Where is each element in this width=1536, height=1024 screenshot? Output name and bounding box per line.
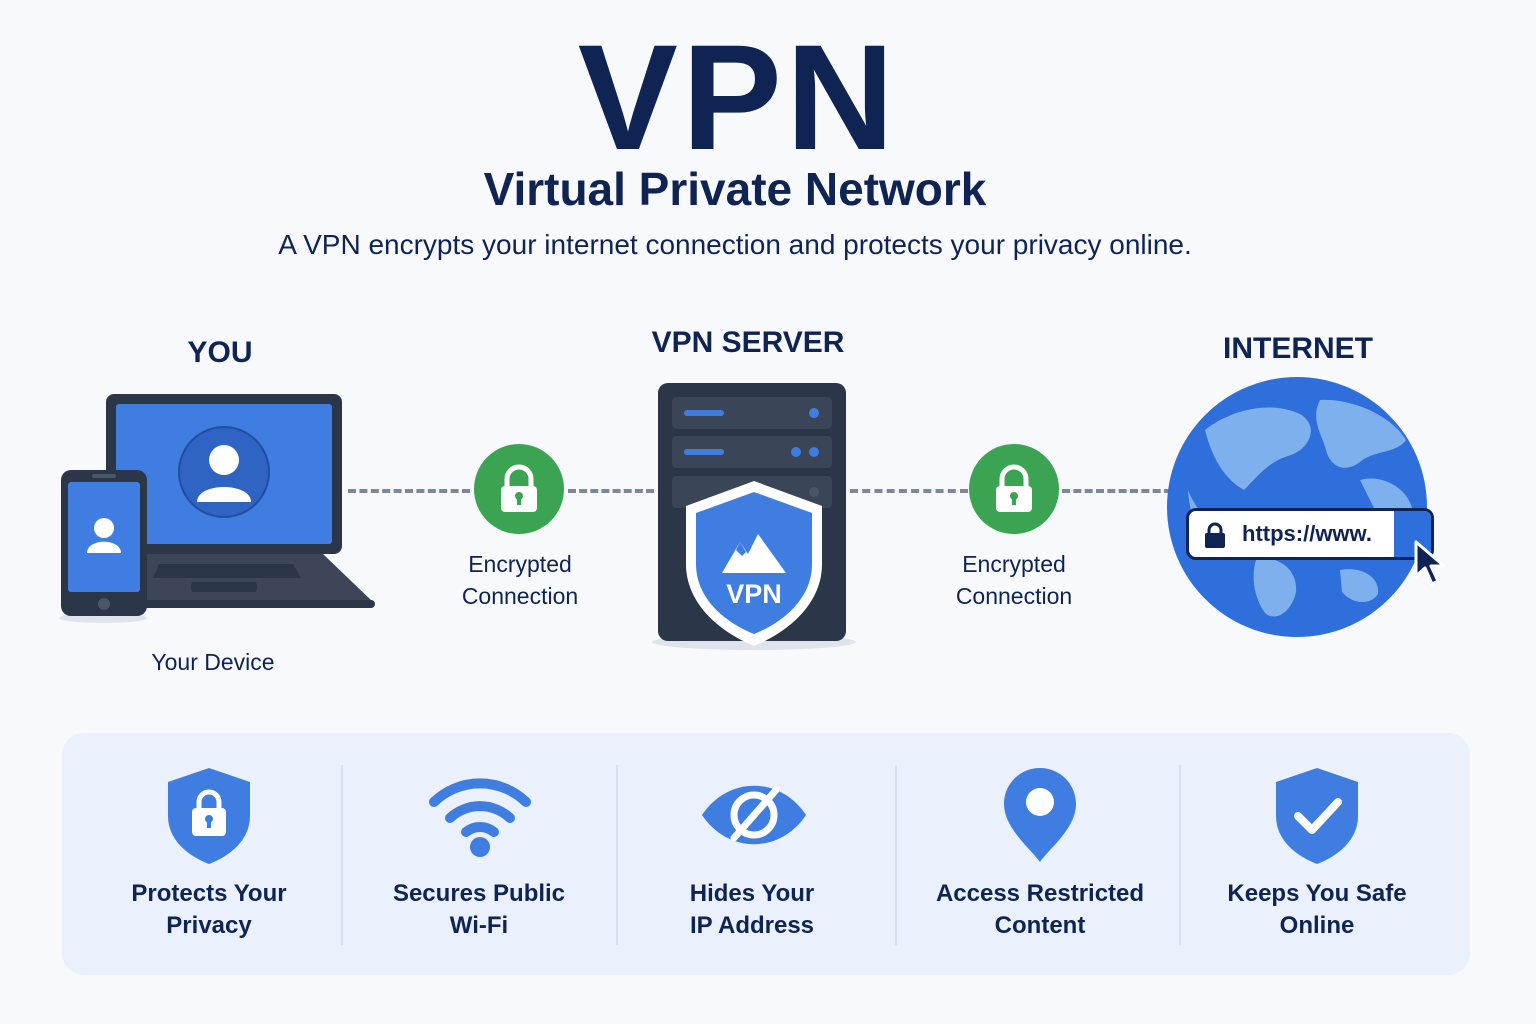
mouse-cursor-icon	[1414, 540, 1446, 586]
eye-slash-icon	[702, 785, 806, 845]
divider	[1179, 765, 1181, 945]
location-pin-icon	[1004, 768, 1076, 862]
link-label-line1: Encrypted	[468, 551, 572, 577]
connection-line	[568, 489, 654, 493]
divider	[616, 765, 618, 945]
benefit-ip: Hides Your IP Address	[622, 878, 882, 942]
divider	[341, 765, 343, 945]
connection-line	[850, 489, 968, 493]
vpn-server-label: VPN SERVER	[651, 326, 845, 359]
page-title: VPN	[577, 13, 899, 181]
globe-icon	[1167, 377, 1427, 637]
benefit-line1: Keeps You Safe	[1227, 880, 1407, 907]
phone-icon	[59, 470, 147, 623]
benefit-privacy: Protects Your Privacy	[79, 878, 339, 942]
benefit-line1: Protects Your	[131, 880, 287, 907]
benefit-line2: Wi-Fi	[449, 912, 509, 939]
padlock-icon	[1205, 522, 1225, 548]
connection-line	[348, 489, 470, 493]
vpn-server-illustration	[652, 383, 856, 650]
connection-line	[1062, 489, 1172, 493]
lock-icon	[501, 464, 537, 512]
encrypted-connection-label: Encrypted Connection	[924, 548, 1104, 612]
vpn-shield-text: VPN	[726, 579, 782, 609]
shield-check-icon	[1276, 768, 1358, 864]
benefit-safe: Keeps You Safe Online	[1187, 878, 1447, 942]
link-label-line1: Encrypted	[962, 551, 1066, 577]
divider	[895, 765, 897, 945]
link-label-line2: Connection	[955, 583, 1073, 609]
wifi-icon	[429, 778, 531, 857]
internet-label: INTERNET	[1223, 332, 1373, 365]
page-description: A VPN encrypts your internet connection …	[278, 229, 1192, 260]
link-label-line2: Connection	[461, 583, 579, 609]
encrypted-connection-label: Encrypted Connection	[430, 548, 610, 612]
url-text: https://www.	[1242, 521, 1372, 546]
you-label: YOU	[187, 336, 253, 369]
benefit-line2: Content	[994, 912, 1086, 939]
benefits-panel	[62, 733, 1470, 975]
your-device-caption: Your Device	[151, 649, 275, 675]
benefit-line2: Privacy	[166, 912, 252, 939]
benefit-line1: Secures Public	[392, 880, 566, 907]
benefit-content: Access Restricted Content	[910, 878, 1170, 942]
benefit-wifi: Secures Public Wi-Fi	[349, 878, 609, 942]
benefit-line1: Access Restricted	[935, 880, 1145, 907]
shield-lock-icon	[168, 768, 250, 864]
page-subtitle: Virtual Private Network	[483, 163, 987, 215]
benefit-line2: IP Address	[689, 912, 815, 939]
lock-icon	[996, 464, 1032, 512]
benefit-line1: Hides Your	[689, 880, 815, 907]
url-bar[interactable]	[1186, 508, 1434, 560]
device-illustration	[59, 394, 375, 623]
benefit-line2: Online	[1279, 912, 1355, 939]
vpn-shield-icon	[686, 481, 822, 646]
laptop-icon	[83, 394, 375, 608]
